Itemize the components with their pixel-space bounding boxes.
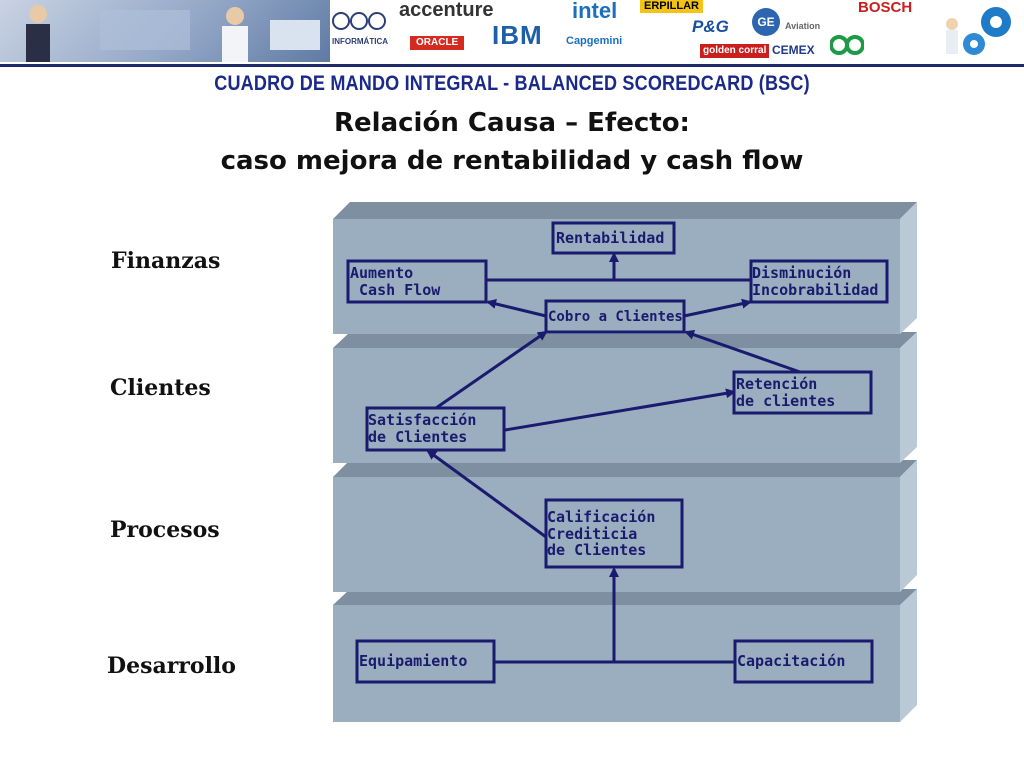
- logo-caterpillar: ERPILLAR: [640, 0, 703, 13]
- logo-banner: INFORMÁTICA accenture ORACLE IBM intel C…: [0, 0, 1024, 67]
- label-disminucion-incobrabilidad: Disminución Incobrabilidad: [752, 264, 879, 299]
- box-calificacion-crediticia: [544, 498, 684, 569]
- logo-ocio: [332, 10, 388, 36]
- page-super-title: CUADRO DE MANDO INTEGRAL - BALANCED SCOR…: [214, 72, 810, 95]
- logo-bosch: BOSCH: [858, 0, 913, 16]
- ocio-logo-icon: [332, 12, 386, 30]
- logo-golden-corral: golden corral: [700, 44, 770, 58]
- page-title: Relación Causa – Efecto: caso mejora de …: [0, 104, 1024, 180]
- op-logo-icon: [829, 35, 865, 55]
- label-calificacion-crediticia: Calificación Crediticia de Clientes: [547, 508, 656, 559]
- people-photo-icon: [0, 0, 330, 62]
- logo-oracle: ORACLE: [410, 36, 465, 50]
- label-cobro-clientes: Cobro a Clientes: [548, 309, 683, 325]
- logo-pg: P&G: [692, 17, 729, 36]
- logo-accenture: accenture: [399, 0, 494, 21]
- arrow-satisfaccion-to-retencion: [504, 388, 736, 432]
- arrow-cobro-to-aumento: [486, 299, 547, 318]
- boxes: [346, 221, 889, 684]
- perspective-procesos: Procesos: [110, 517, 220, 543]
- logo-ibm: IBM: [492, 20, 543, 50]
- label-retencion-clientes: Retención de clientes: [736, 375, 836, 410]
- box-capacitacion: [733, 639, 874, 684]
- perspective-finanzas: Finanzas: [111, 248, 221, 274]
- label-aumento-cash-flow: Aumento Cash Flow: [350, 264, 441, 299]
- label-equipamiento: Equipamiento: [359, 652, 468, 670]
- logo-ge-aviation: Aviation: [785, 21, 821, 31]
- box-equipamiento: [355, 639, 496, 684]
- arrow-calificacion-to-satisfaccion: [426, 449, 547, 539]
- logo-ge: GE: [752, 8, 780, 36]
- box-cobro-clientes: [544, 299, 686, 334]
- title-line-1: Relación Causa – Efecto:: [334, 108, 690, 138]
- arrow-satisfaccion-to-cobro: [435, 330, 548, 410]
- perspective-clientes: Clientes: [110, 375, 211, 401]
- title-line-2: caso mejora de rentabilidad y cash flow: [220, 146, 804, 176]
- connectors: [426, 252, 801, 664]
- logo-capgemini: Capgemini: [566, 35, 623, 47]
- box-rentabilidad: [551, 221, 676, 255]
- people-photo-graphic: [26, 5, 320, 62]
- label-rentabilidad: Rentabilidad: [556, 229, 665, 247]
- logo-op: [829, 34, 865, 60]
- logo-cemex: CEMEX: [772, 43, 815, 57]
- box-disminucion-incobrabilidad: [749, 259, 889, 304]
- box-satisfaccion-clientes: [365, 406, 506, 452]
- box-aumento-cash-flow: [346, 259, 488, 304]
- perspective-desarrollo: Desarrollo: [107, 653, 236, 679]
- label-capacitacion: Capacitación: [737, 652, 846, 670]
- logo-informatica: INFORMÁTICA: [332, 37, 388, 46]
- arrow-retencion-to-cobro: [684, 329, 801, 374]
- box-retencion-clientes: [732, 370, 873, 415]
- label-satisfaccion-clientes: Satisfacción de Clientes: [368, 411, 477, 446]
- logo-intel: intel: [572, 0, 618, 23]
- gears-icon: [946, 7, 1011, 55]
- arrow-cobro-to-disminucion: [683, 298, 752, 318]
